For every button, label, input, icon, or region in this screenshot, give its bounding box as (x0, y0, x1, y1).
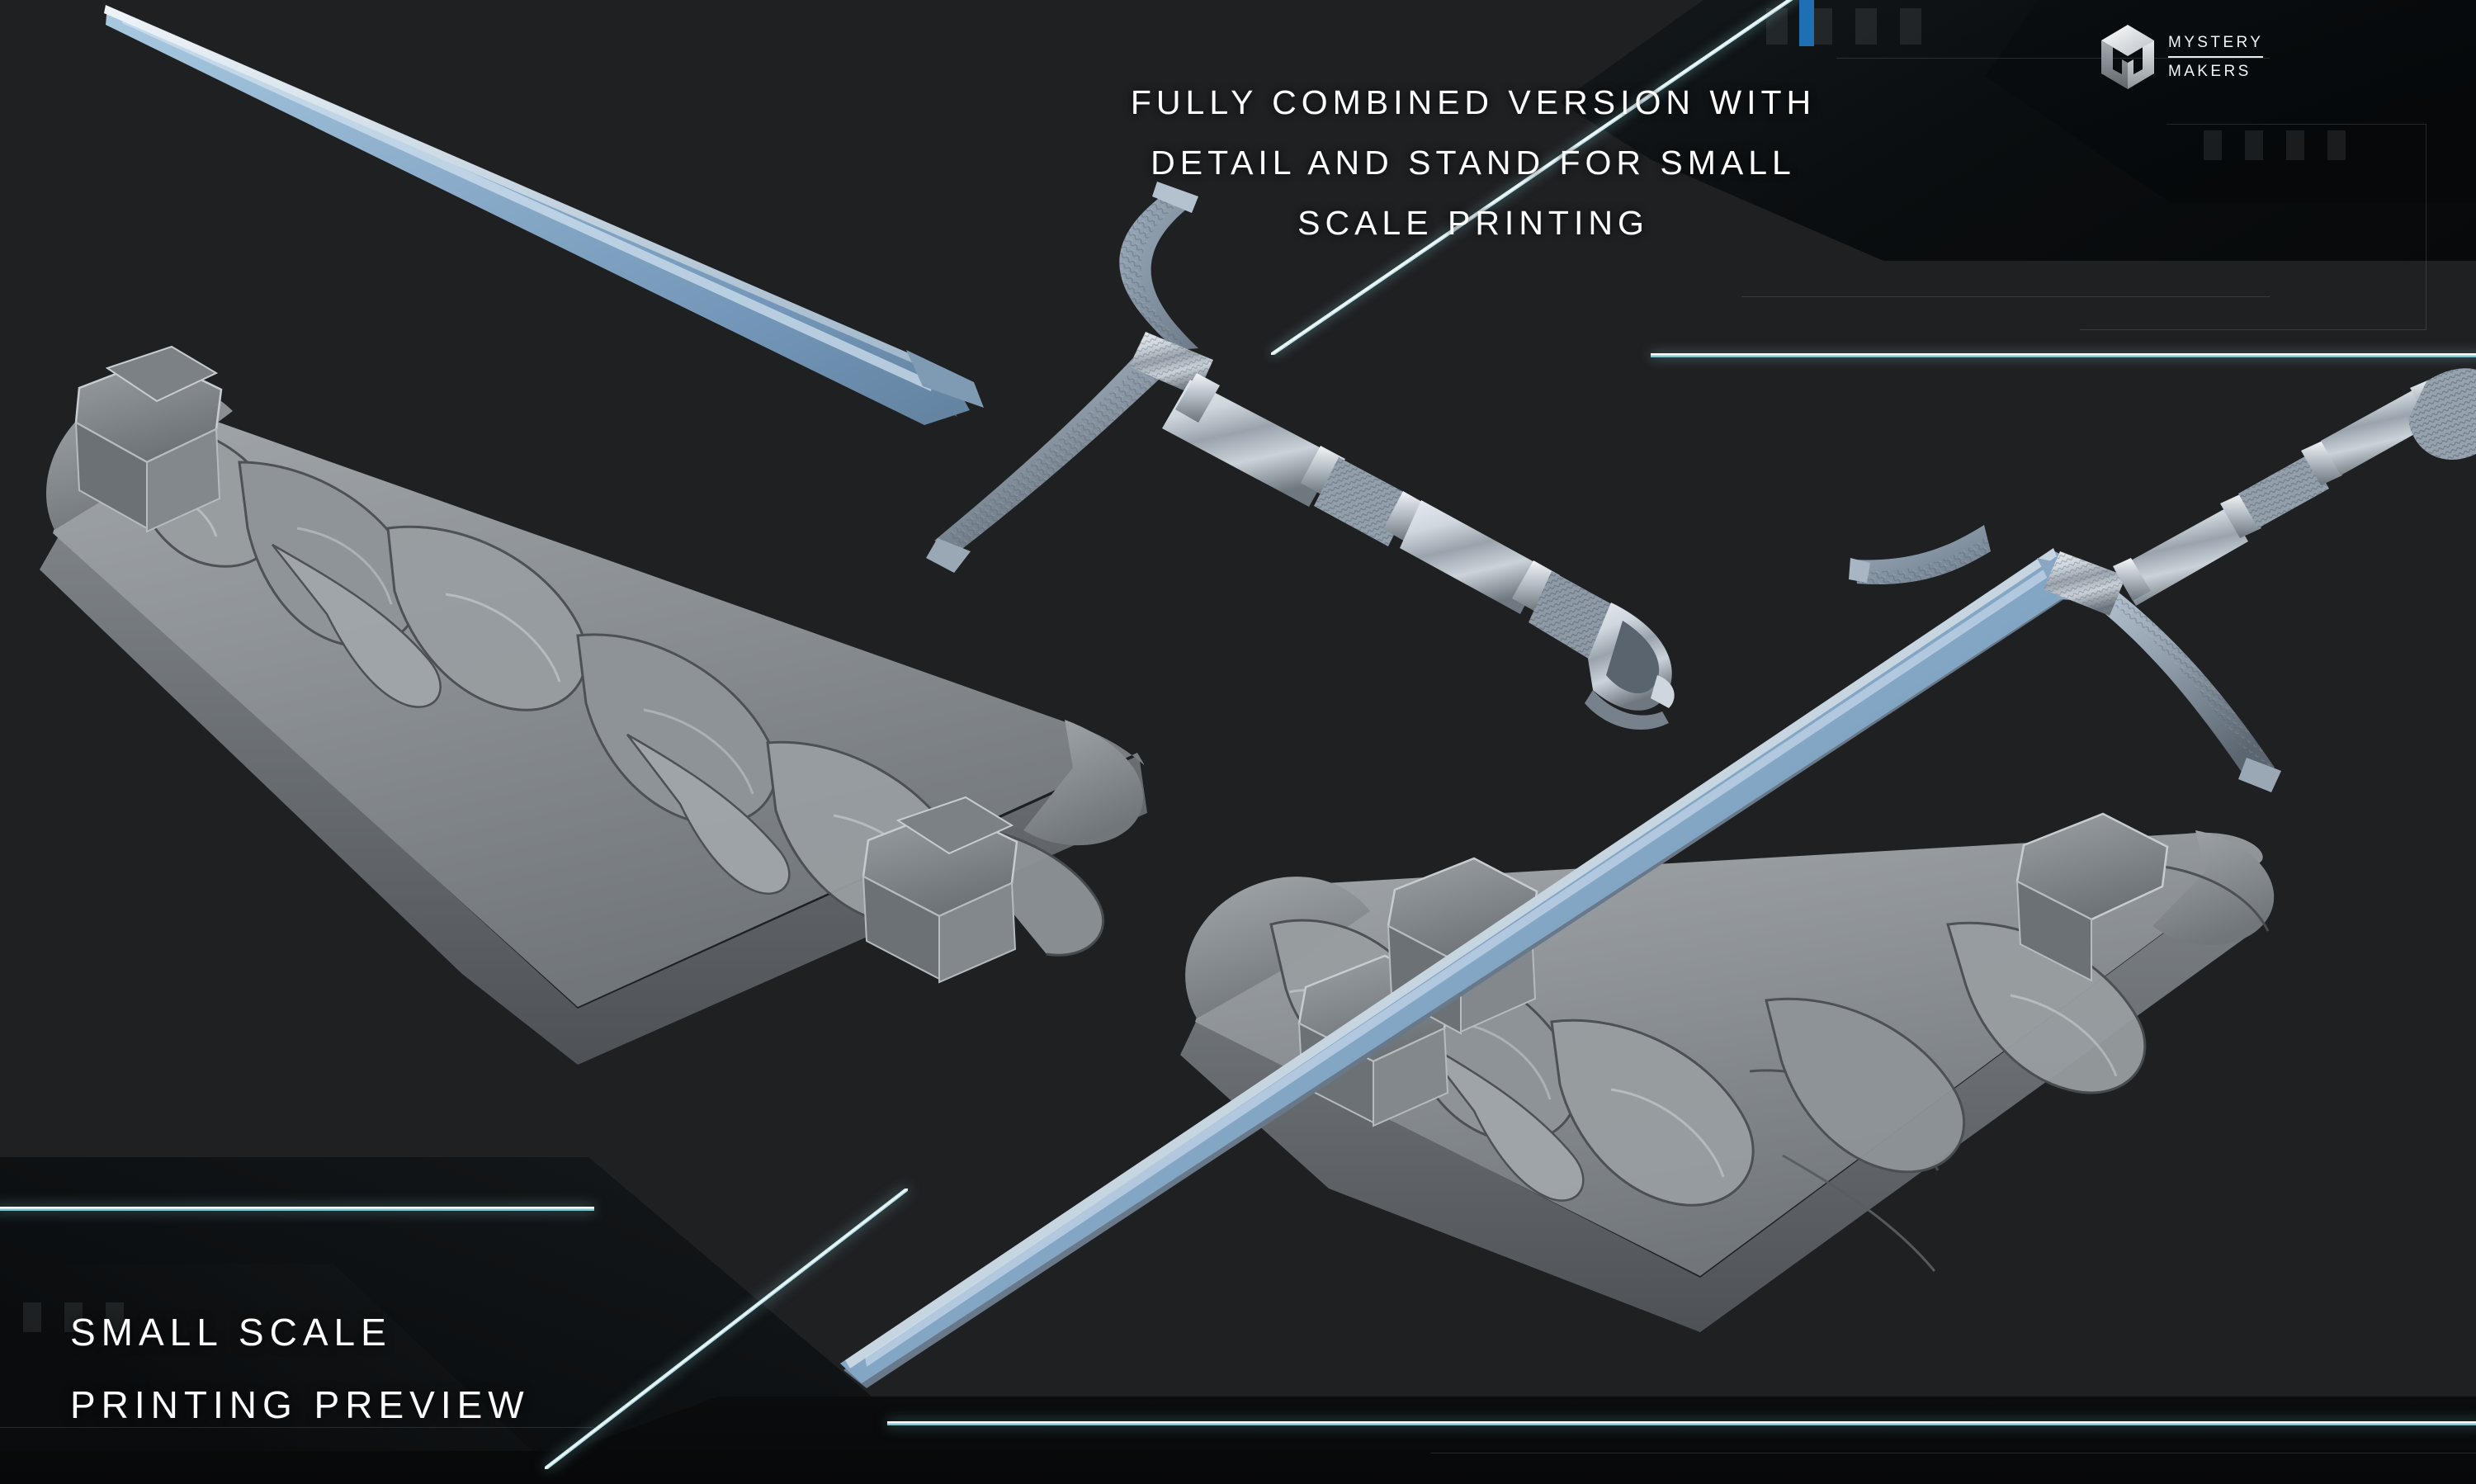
sword-top-crossguard (926, 182, 1213, 573)
sword-right-pommel (2408, 368, 2476, 460)
preview-mode-label-line-2: PRINTING PREVIEW (70, 1383, 530, 1426)
stand-left-cradle-tab-2 (862, 796, 1018, 984)
sword-top-ricasso (906, 350, 984, 408)
brand-wordmark: MYSTERY MAKERS (2168, 31, 2264, 83)
isometric-cube-logo-icon (2101, 25, 2154, 89)
sword-mounted-right (840, 368, 2476, 1388)
sword-right-blade-edge (845, 548, 2057, 1368)
page-title-line-1: FULLY COMBINED VERSION WITH (1130, 83, 1817, 121)
grip-ring-2 (1301, 446, 1345, 496)
right-grip-ring-3 (2301, 441, 2342, 485)
brand-logo: MYSTERY MAKERS (2096, 23, 2264, 91)
sword-top-pommel (1529, 571, 1675, 730)
sword-top (104, 5, 1675, 730)
grip-ring-1 (1175, 373, 1220, 423)
page-title-line-2: DETAIL AND STAND FOR SMALL (1151, 144, 1796, 182)
preview-mode-label-line-1: SMALL SCALE (70, 1311, 392, 1354)
right-grip-ring-2 (2220, 494, 2261, 538)
grip-ring-3 (1383, 491, 1428, 542)
page-title: FULLY COMBINED VERSION WITH DETAIL AND S… (1085, 73, 1861, 253)
sword-right-blade-fuller (865, 566, 2048, 1367)
right-grip-ring-1 (2113, 558, 2151, 601)
brand-name-line-2: MAKERS (2168, 62, 2252, 80)
stand-right-cradle-tab-3 (2015, 812, 2169, 982)
sword-right-crossguard (1849, 525, 2281, 792)
sword-top-grip (1162, 373, 1560, 614)
stand-right-base-side (1180, 867, 2261, 1332)
brand-divider (2168, 56, 2264, 58)
stand-left-cradle-tab-1 (74, 345, 223, 533)
sword-top-blade-fuller (122, 15, 933, 391)
preview-mode-label: SMALL SCALE PRINTING PREVIEW (70, 1296, 530, 1441)
page-title-line-3: SCALE PRINTING (1297, 204, 1649, 242)
sword-top-blade-edge (104, 5, 951, 378)
grip-ring-4 (1512, 560, 1560, 612)
brand-name-line-1: MYSTERY (2168, 34, 2264, 52)
sword-right-grip (2113, 378, 2451, 606)
stand-empty-left (40, 345, 1147, 1065)
